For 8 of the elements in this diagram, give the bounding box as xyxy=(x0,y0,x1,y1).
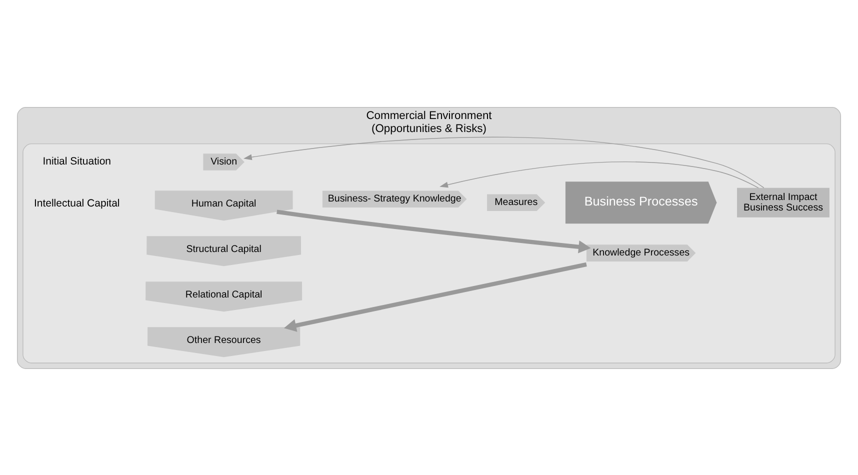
label: Intellectual Capital xyxy=(34,196,120,209)
arrow xyxy=(284,262,587,332)
arrow xyxy=(243,136,764,188)
arrow xyxy=(276,209,591,253)
cluster xyxy=(22,142,836,363)
label: Initial Situation xyxy=(42,154,112,167)
arrow xyxy=(440,161,759,188)
node-box: External Impact Business Success xyxy=(737,187,830,217)
